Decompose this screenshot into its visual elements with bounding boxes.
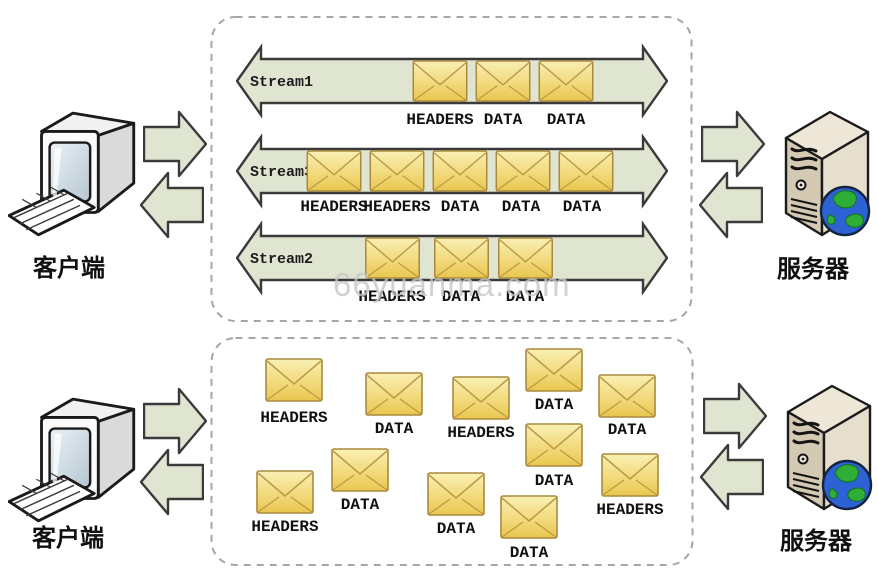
frame-label: HEADERS [447,424,515,442]
frame-label: HEADERS [251,518,319,536]
frame-label: DATA [437,520,476,538]
watermark-text: 66yuanma.com [333,266,571,303]
server-bottom: 服务器 [780,384,873,555]
frame-label: DATA [506,288,545,306]
envelope-frame-icon [601,453,659,497]
envelope-frame-icon [256,470,314,514]
envelope-frame-icon [538,60,594,102]
frame-label: HEADERS [358,288,426,306]
stream-row-3: Stream2 HEADERS DATA DATA [236,222,668,306]
frame-label: HEADERS [300,198,368,216]
frame-label: DATA [535,396,574,414]
frame-label: DATA [563,198,602,216]
server-tower-icon [784,110,871,237]
frame-label: HEADERS [406,111,474,129]
client-top-label: 客户端 [33,254,105,282]
envelope-frame-icon [365,372,423,416]
client-bottom-label: 客户端 [32,524,104,552]
envelope-frame-icon [306,150,362,192]
client-bottom: 客户端 [8,397,136,552]
envelope-frame-icon [495,150,551,192]
multiplexed-connection-panel [210,16,693,322]
stream2-name: Stream2 [250,251,313,268]
scattered-frames-panel [210,337,694,566]
stream-row-1: Stream1 HEADERS DATA DATA [236,45,668,129]
frame-label: DATA [441,198,480,216]
server-tower-icon [786,384,873,511]
envelope-frame-icon [558,150,614,192]
server-top: 服务器 [777,110,871,283]
frame-label: DATA [375,420,414,438]
envelope-frame-icon [525,348,583,392]
stream-row-2: Stream3 HEADERS HEADERS DATA DATA DATA [236,135,668,216]
envelope-frame-icon [475,60,531,102]
envelope-frame-icon [412,60,468,102]
frame-label: HEADERS [260,409,328,427]
frame-label: DATA [341,496,380,514]
envelope-frame-icon [369,150,425,192]
frame-label: DATA [608,421,647,439]
frame-label: DATA [442,288,481,306]
frame-label: DATA [535,472,574,490]
envelope-frame-icon [525,423,583,467]
stream1-name: Stream1 [250,74,313,91]
envelope-frame-icon [427,472,485,516]
envelope-frame-icon [265,358,323,402]
envelope-frame-icon [452,376,510,420]
frame-label: DATA [547,111,586,129]
frame-label: DATA [510,544,549,562]
envelope-frame-icon [500,495,558,539]
frame-label: DATA [502,198,541,216]
envelope-frame-icon [331,448,389,492]
frame-label: HEADERS [363,198,431,216]
stream3-name: Stream3 [250,164,313,181]
scattered-frames: HEADERS DATA HEADERS DATA DATA DATA HEAD… [251,348,664,562]
client-top: 客户端 [8,111,136,282]
server-bottom-label: 服务器 [780,527,853,555]
server-top-label: 服务器 [777,255,850,283]
envelope-frame-icon [598,374,656,418]
frame-label: HEADERS [596,501,664,519]
frame-label: DATA [484,111,523,129]
envelope-frame-icon [432,150,488,192]
